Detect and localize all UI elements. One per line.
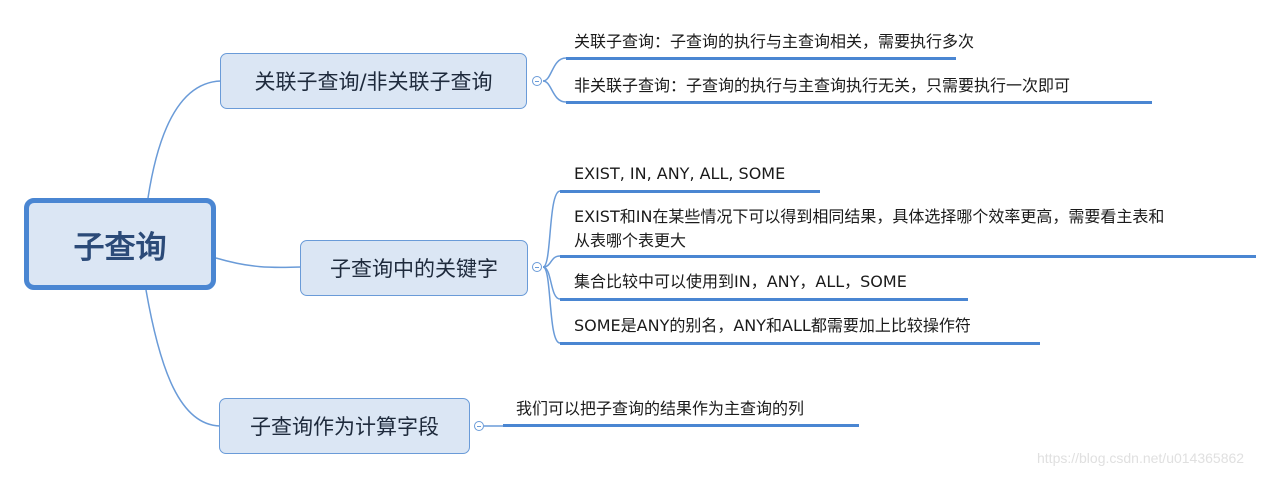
root-node[interactable]: 子查询	[24, 198, 216, 290]
leaf-underline	[503, 424, 859, 427]
leaf-underline	[560, 342, 1040, 345]
leaf-correlated[interactable]: 关联子查询：子查询的执行与主查询相关，需要执行多次	[574, 32, 975, 51]
leaf-underline	[560, 190, 820, 193]
leaf-exist-vs-in[interactable]: EXIST和IN在某些情况下可以得到相同结果，具体选择哪个效率更高，需要看主表和…	[574, 205, 1164, 253]
leaf-line: EXIST和IN在某些情况下可以得到相同结果，具体选择哪个效率更高，需要看主表和	[574, 207, 1165, 226]
branch-label: 关联子查询/非关联子查询	[254, 70, 493, 94]
branch-subquery-as-field[interactable]: 子查询作为计算字段	[219, 398, 470, 454]
branch-correlated-subquery[interactable]: 关联子查询/非关联子查询	[220, 53, 527, 109]
collapse-toggle-icon[interactable]	[474, 421, 484, 431]
leaf-line: 从表哪个表更大	[574, 231, 687, 250]
leaf-underline	[560, 255, 1256, 258]
branch-subquery-keywords[interactable]: 子查询中的关键字	[300, 240, 528, 296]
root-label: 子查询	[73, 229, 167, 266]
collapse-toggle-icon[interactable]	[532, 262, 542, 272]
watermark: https://blog.csdn.net/u014365862	[1037, 450, 1245, 466]
leaf-underline	[566, 57, 956, 60]
leaf-subquery-column[interactable]: 我们可以把子查询的结果作为主查询的列	[516, 399, 805, 418]
leaf-underline	[566, 101, 1152, 104]
leaf-keywords-list[interactable]: EXIST, IN, ANY, ALL, SOME	[574, 164, 786, 183]
branch-label: 子查询作为计算字段	[250, 415, 439, 439]
branch-label: 子查询中的关键字	[330, 257, 498, 281]
leaf-set-comparison[interactable]: 集合比较中可以使用到IN，ANY，ALL，SOME	[574, 272, 907, 291]
leaf-non-correlated[interactable]: 非关联子查询：子查询的执行与主查询执行无关，只需要执行一次即可	[574, 76, 1071, 95]
leaf-some-any-all[interactable]: SOME是ANY的别名，ANY和ALL都需要加上比较操作符	[574, 316, 971, 335]
leaf-underline	[560, 298, 968, 301]
collapse-toggle-icon[interactable]	[532, 76, 542, 86]
